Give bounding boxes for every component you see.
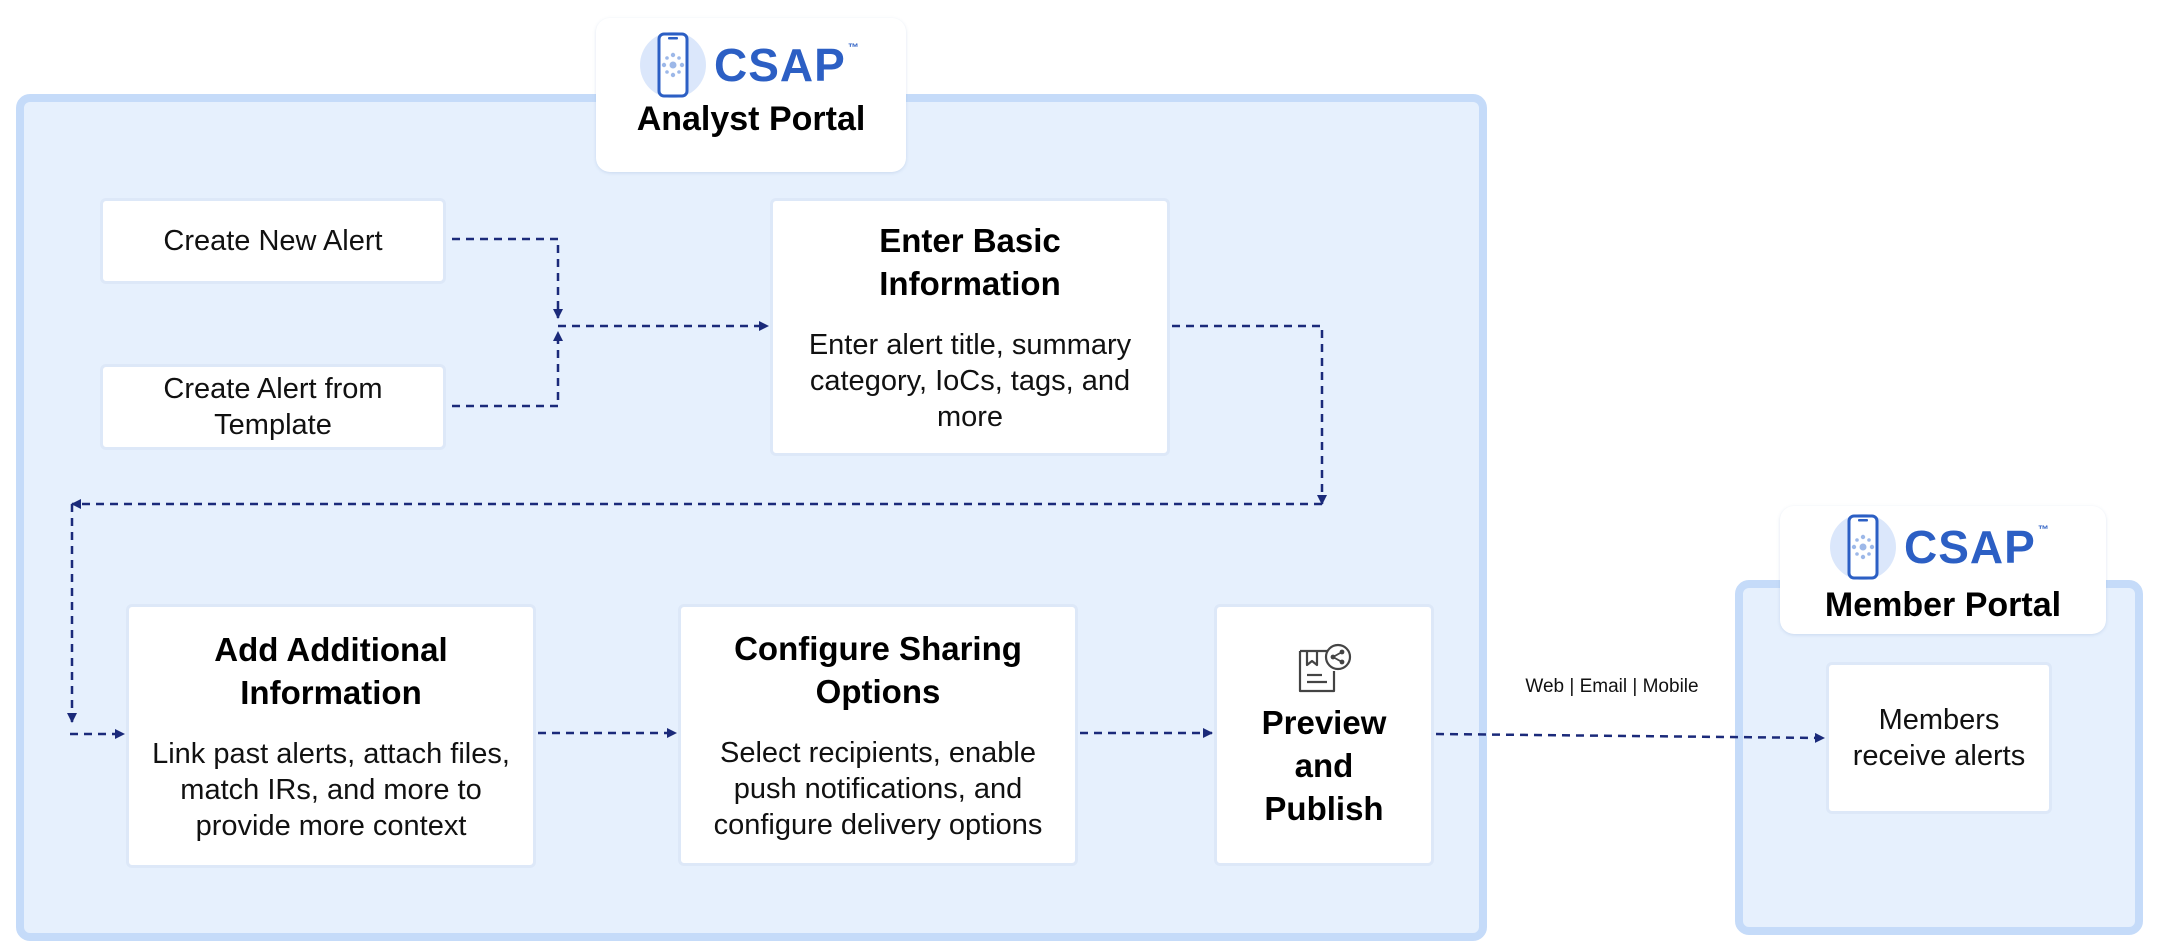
connector-to-members xyxy=(1435,732,1825,743)
create-new-alert-card[interactable]: Create New Alert xyxy=(100,198,446,284)
step-title: Enter Basic Information xyxy=(879,222,1061,302)
document-share-icon xyxy=(1298,643,1352,692)
step-add-additional-information: Add Additional Information Link past ale… xyxy=(126,604,536,868)
step-configure-sharing-options: Configure Sharing Options Select recipie… xyxy=(678,604,1078,866)
create-alert-from-template-card[interactable]: Create Alert from Template xyxy=(100,364,446,450)
analyst-portal-title: Analyst Portal xyxy=(636,100,866,138)
phone-icon xyxy=(1830,514,1896,580)
members-receive-alerts-card: Members receive alerts xyxy=(1826,662,2052,814)
step-enter-basic-information: Enter Basic Information Enter alert titl… xyxy=(770,198,1170,456)
step-description: Link past alerts, attach files, match IR… xyxy=(152,738,510,842)
step-description: Select recipients, enable push notificat… xyxy=(713,737,1043,841)
create-new-alert-label: Create New Alert xyxy=(163,225,383,257)
phone-icon xyxy=(640,32,706,98)
connector-create-template xyxy=(452,331,563,408)
connector-basic-down xyxy=(1172,324,1327,505)
step-title: Configure Sharing Options xyxy=(734,630,1022,710)
step-description: Enter alert title, summary category, IoC… xyxy=(808,329,1132,433)
step-title: Preview and Publish xyxy=(1261,703,1387,827)
connector-create-new xyxy=(452,237,563,319)
member-portal-title: Member Portal xyxy=(1824,586,2062,624)
members-receive-alerts-label: Members receive alerts xyxy=(1852,704,2026,772)
step-preview-and-publish: Preview and Publish xyxy=(1214,604,1434,866)
step-title: Add Additional Information xyxy=(214,631,448,711)
create-alert-from-template-label: Create Alert from Template xyxy=(163,373,383,441)
delivery-channel-label: Web | Email | Mobile xyxy=(1492,667,1732,729)
